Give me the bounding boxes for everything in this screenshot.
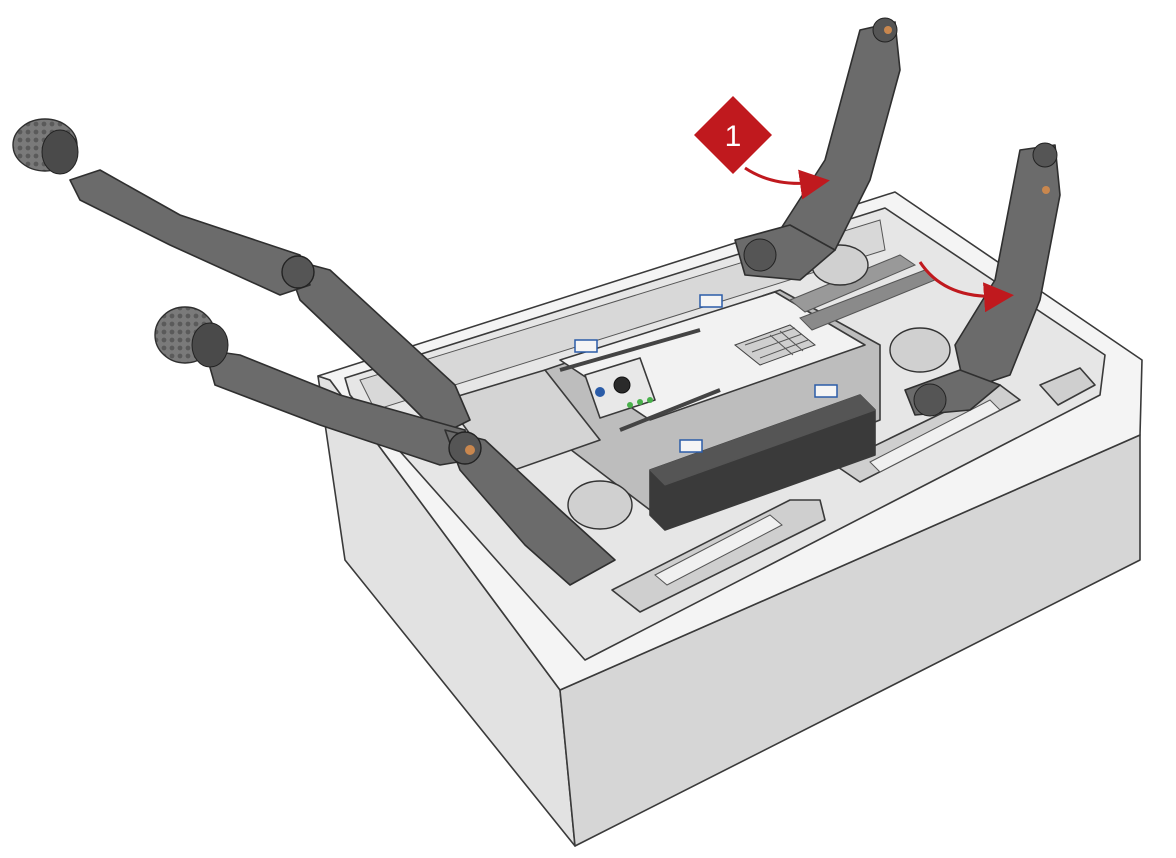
compartment-slot-middle <box>869 399 1001 473</box>
rotation-arrow-icon-2 <box>918 261 1014 313</box>
knee-joint-4 <box>1032 142 1058 168</box>
indicator-light-icon <box>627 402 633 408</box>
knee-joint <box>281 255 315 289</box>
hip-joint-2 <box>913 383 947 417</box>
indicator-light-icon-2 <box>637 399 643 405</box>
knee-joint-2 <box>448 431 482 465</box>
hip-joint <box>743 238 777 272</box>
cable-2 <box>619 388 721 432</box>
latch-clip-3 <box>814 384 838 398</box>
hip-motor-rear <box>889 327 951 373</box>
pivot-bolt-3 <box>1042 186 1050 194</box>
status-led-icon <box>595 387 605 397</box>
robot-body <box>444 244 951 531</box>
leg-front-left <box>12 118 471 436</box>
leg-rear-right <box>734 17 901 281</box>
step-number-badge: 1 <box>694 96 772 174</box>
power-button-icon <box>613 376 631 394</box>
leg-front-right-upper <box>954 144 1061 391</box>
hip-motor-front <box>567 480 633 530</box>
latch-clip <box>574 339 598 353</box>
foot-pad-cap-2 <box>191 322 229 368</box>
leg-front-left-lower <box>69 169 311 296</box>
step-number-label: 1 <box>725 120 742 153</box>
latch-clip-4 <box>679 439 703 453</box>
step-number-badge-icon <box>694 96 772 174</box>
cable <box>559 328 701 372</box>
pivot-bolt-2 <box>884 26 892 34</box>
compartment-slot-left <box>654 514 783 586</box>
pivot-bolt <box>465 445 475 455</box>
indicator-light-icon-3 <box>647 397 653 403</box>
compartment-right <box>1039 367 1096 406</box>
rotation-arrow-icon <box>744 166 830 200</box>
rotation-arrows <box>744 166 1014 313</box>
leg-rear-left <box>154 306 616 586</box>
foot-pad-cap <box>41 129 79 175</box>
latch-clip-2 <box>699 294 723 308</box>
leg-rear-left-upper <box>444 429 616 586</box>
battery-pack-top <box>649 394 876 486</box>
body-vent-grid <box>733 324 817 366</box>
leg-front-right <box>904 142 1061 417</box>
